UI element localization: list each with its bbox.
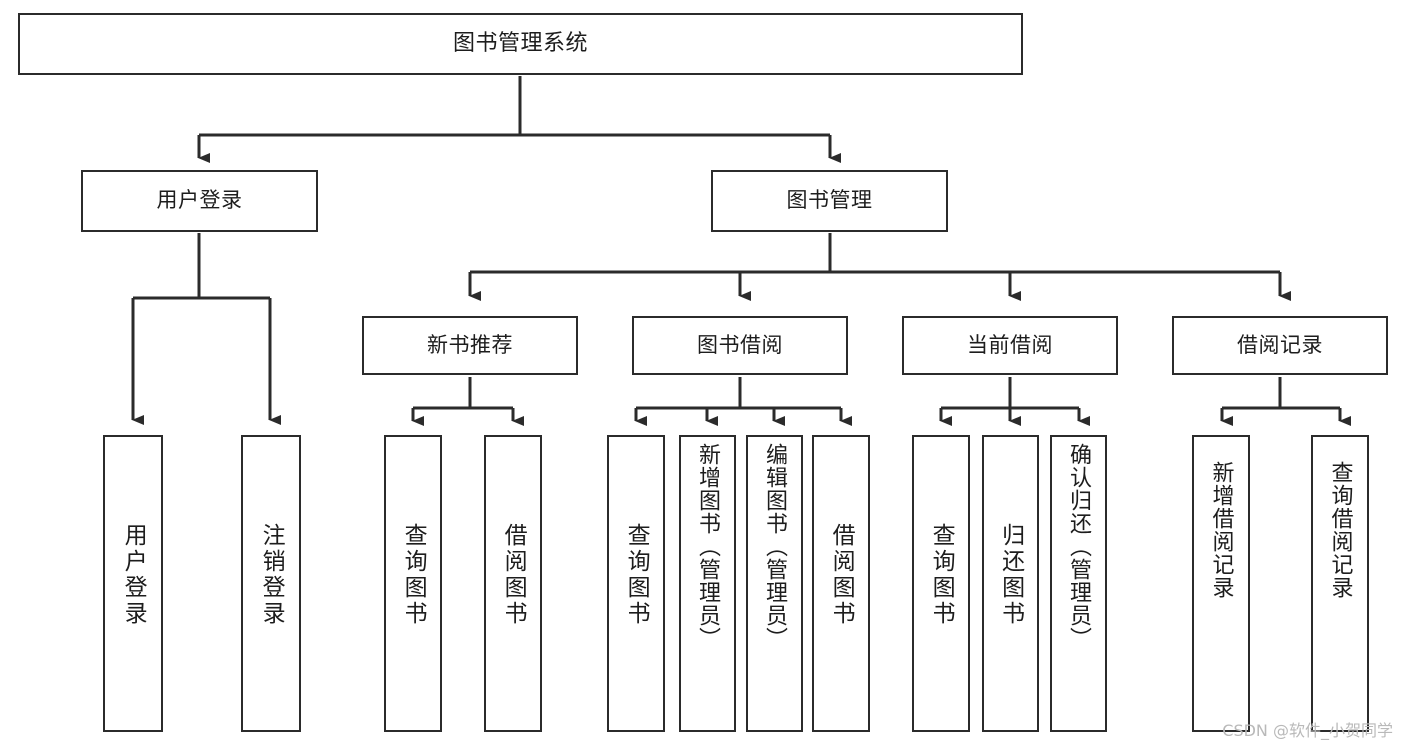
leaf-label: 确认归还（管理员）	[1066, 443, 1092, 650]
leaf-borrow-books[interactable]: 借阅图书	[812, 435, 870, 732]
leaf-label: 借阅图书	[828, 523, 855, 627]
node-book-management[interactable]: 图书管理	[711, 170, 948, 232]
leaf-label: 新增图书（管理员）	[695, 443, 721, 650]
leaf-query-borrow-record[interactable]: 查询借阅记录	[1311, 435, 1369, 732]
node-label: 借阅记录	[1237, 332, 1323, 357]
leaf-return-books[interactable]: 归还图书	[982, 435, 1039, 732]
leaf-add-borrow-record[interactable]: 新增借阅记录	[1192, 435, 1250, 732]
leaf-label: 查询图书	[400, 523, 427, 627]
node-label: 新书推荐	[427, 332, 513, 357]
leaf-query-books-borrow[interactable]: 查询图书	[607, 435, 665, 732]
node-label: 用户登录	[156, 188, 243, 213]
leaf-label: 编辑图书（管理员）	[762, 443, 788, 650]
leaf-add-book-admin[interactable]: 新增图书（管理员）	[679, 435, 736, 732]
node-root-book-management-system[interactable]: 图书管理系统	[18, 13, 1023, 75]
node-book-borrowing[interactable]: 图书借阅	[632, 316, 848, 375]
node-label: 图书管理	[786, 188, 873, 213]
leaf-borrow-books-rec[interactable]: 借阅图书	[484, 435, 542, 732]
leaf-label: 查询图书	[623, 523, 650, 627]
leaf-label: 新增借阅记录	[1208, 461, 1234, 599]
node-label: 图书借阅	[697, 332, 783, 357]
leaf-label: 查询借阅记录	[1327, 461, 1353, 599]
leaf-logout[interactable]: 注销登录	[241, 435, 301, 732]
node-current-borrowing[interactable]: 当前借阅	[902, 316, 1118, 375]
leaf-query-books-rec[interactable]: 查询图书	[384, 435, 442, 732]
leaf-query-books-current[interactable]: 查询图书	[912, 435, 970, 732]
node-label: 当前借阅	[967, 332, 1053, 357]
node-user-login[interactable]: 用户登录	[81, 170, 318, 232]
leaf-label: 注销登录	[258, 523, 285, 627]
leaf-label: 查询图书	[928, 523, 955, 627]
node-new-book-recommendation[interactable]: 新书推荐	[362, 316, 578, 375]
leaf-edit-book-admin[interactable]: 编辑图书（管理员）	[746, 435, 803, 732]
csdn-watermark: CSDN @软件_小贺同学	[1222, 721, 1393, 740]
leaf-label: 归还图书	[997, 523, 1024, 627]
leaf-user-login[interactable]: 用户登录	[103, 435, 163, 732]
leaf-label: 借阅图书	[500, 523, 527, 627]
leaf-confirm-return-admin[interactable]: 确认归还（管理员）	[1050, 435, 1107, 732]
leaf-label: 用户登录	[120, 523, 147, 627]
node-label: 图书管理系统	[452, 30, 588, 56]
node-borrow-records[interactable]: 借阅记录	[1172, 316, 1388, 375]
